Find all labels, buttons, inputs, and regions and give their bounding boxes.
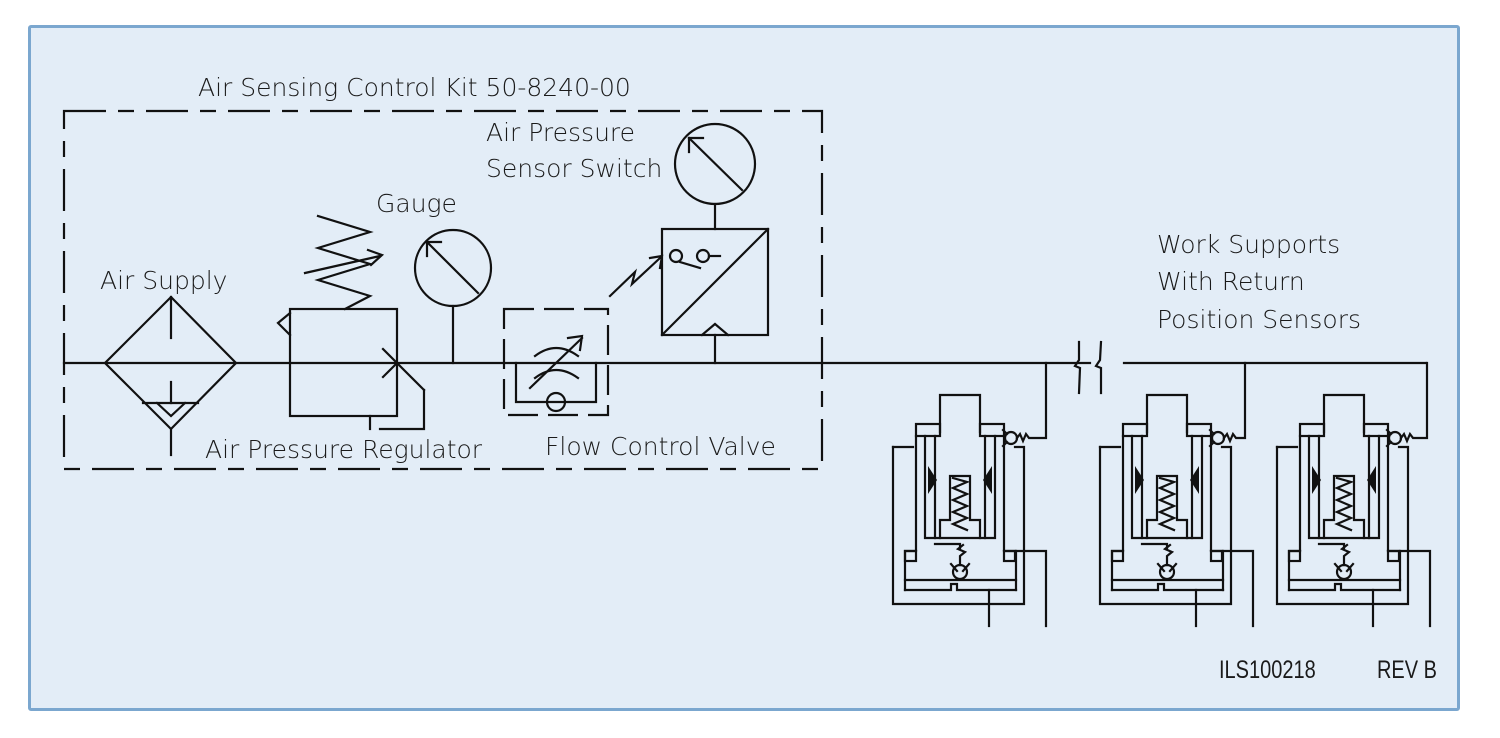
air-supply-filter-icon <box>103 295 238 457</box>
work-supports-label-line3: Position Sensors <box>1157 305 1361 334</box>
revision-label: REV B <box>1377 656 1437 684</box>
sensor-switch-label-line1: Air Pressure <box>486 118 635 147</box>
kit-title: Air Sensing Control Kit 50-8240-00 <box>198 73 631 102</box>
air-supply-label: Air Supply <box>100 266 227 295</box>
work-support-icon <box>891 361 1048 628</box>
pressure-sensor-switch-icon <box>608 122 770 365</box>
regulator-label: Air Pressure Regulator <box>205 435 483 464</box>
line-break-icon <box>1073 340 1103 395</box>
gauge-label: Gauge <box>376 189 457 218</box>
flow-control-valve-icon <box>502 307 610 417</box>
drawing-id: ILS100218 <box>1219 656 1316 684</box>
kit-boundary <box>62 109 824 471</box>
work-support-icon <box>1098 361 1255 628</box>
work-supports-label-line1: Work Supports <box>1157 230 1340 259</box>
sensor-switch-label-line2: Sensor Switch <box>486 154 662 183</box>
work-supports-group <box>891 361 1432 628</box>
pressure-regulator-icon <box>276 214 426 431</box>
work-support-icon <box>1275 361 1432 628</box>
flow-control-valve-label: Flow Control Valve <box>545 432 776 461</box>
work-supports-label-line2: With Return <box>1157 267 1305 296</box>
diagram-panel <box>28 25 1460 711</box>
gauge-icon <box>413 228 493 365</box>
